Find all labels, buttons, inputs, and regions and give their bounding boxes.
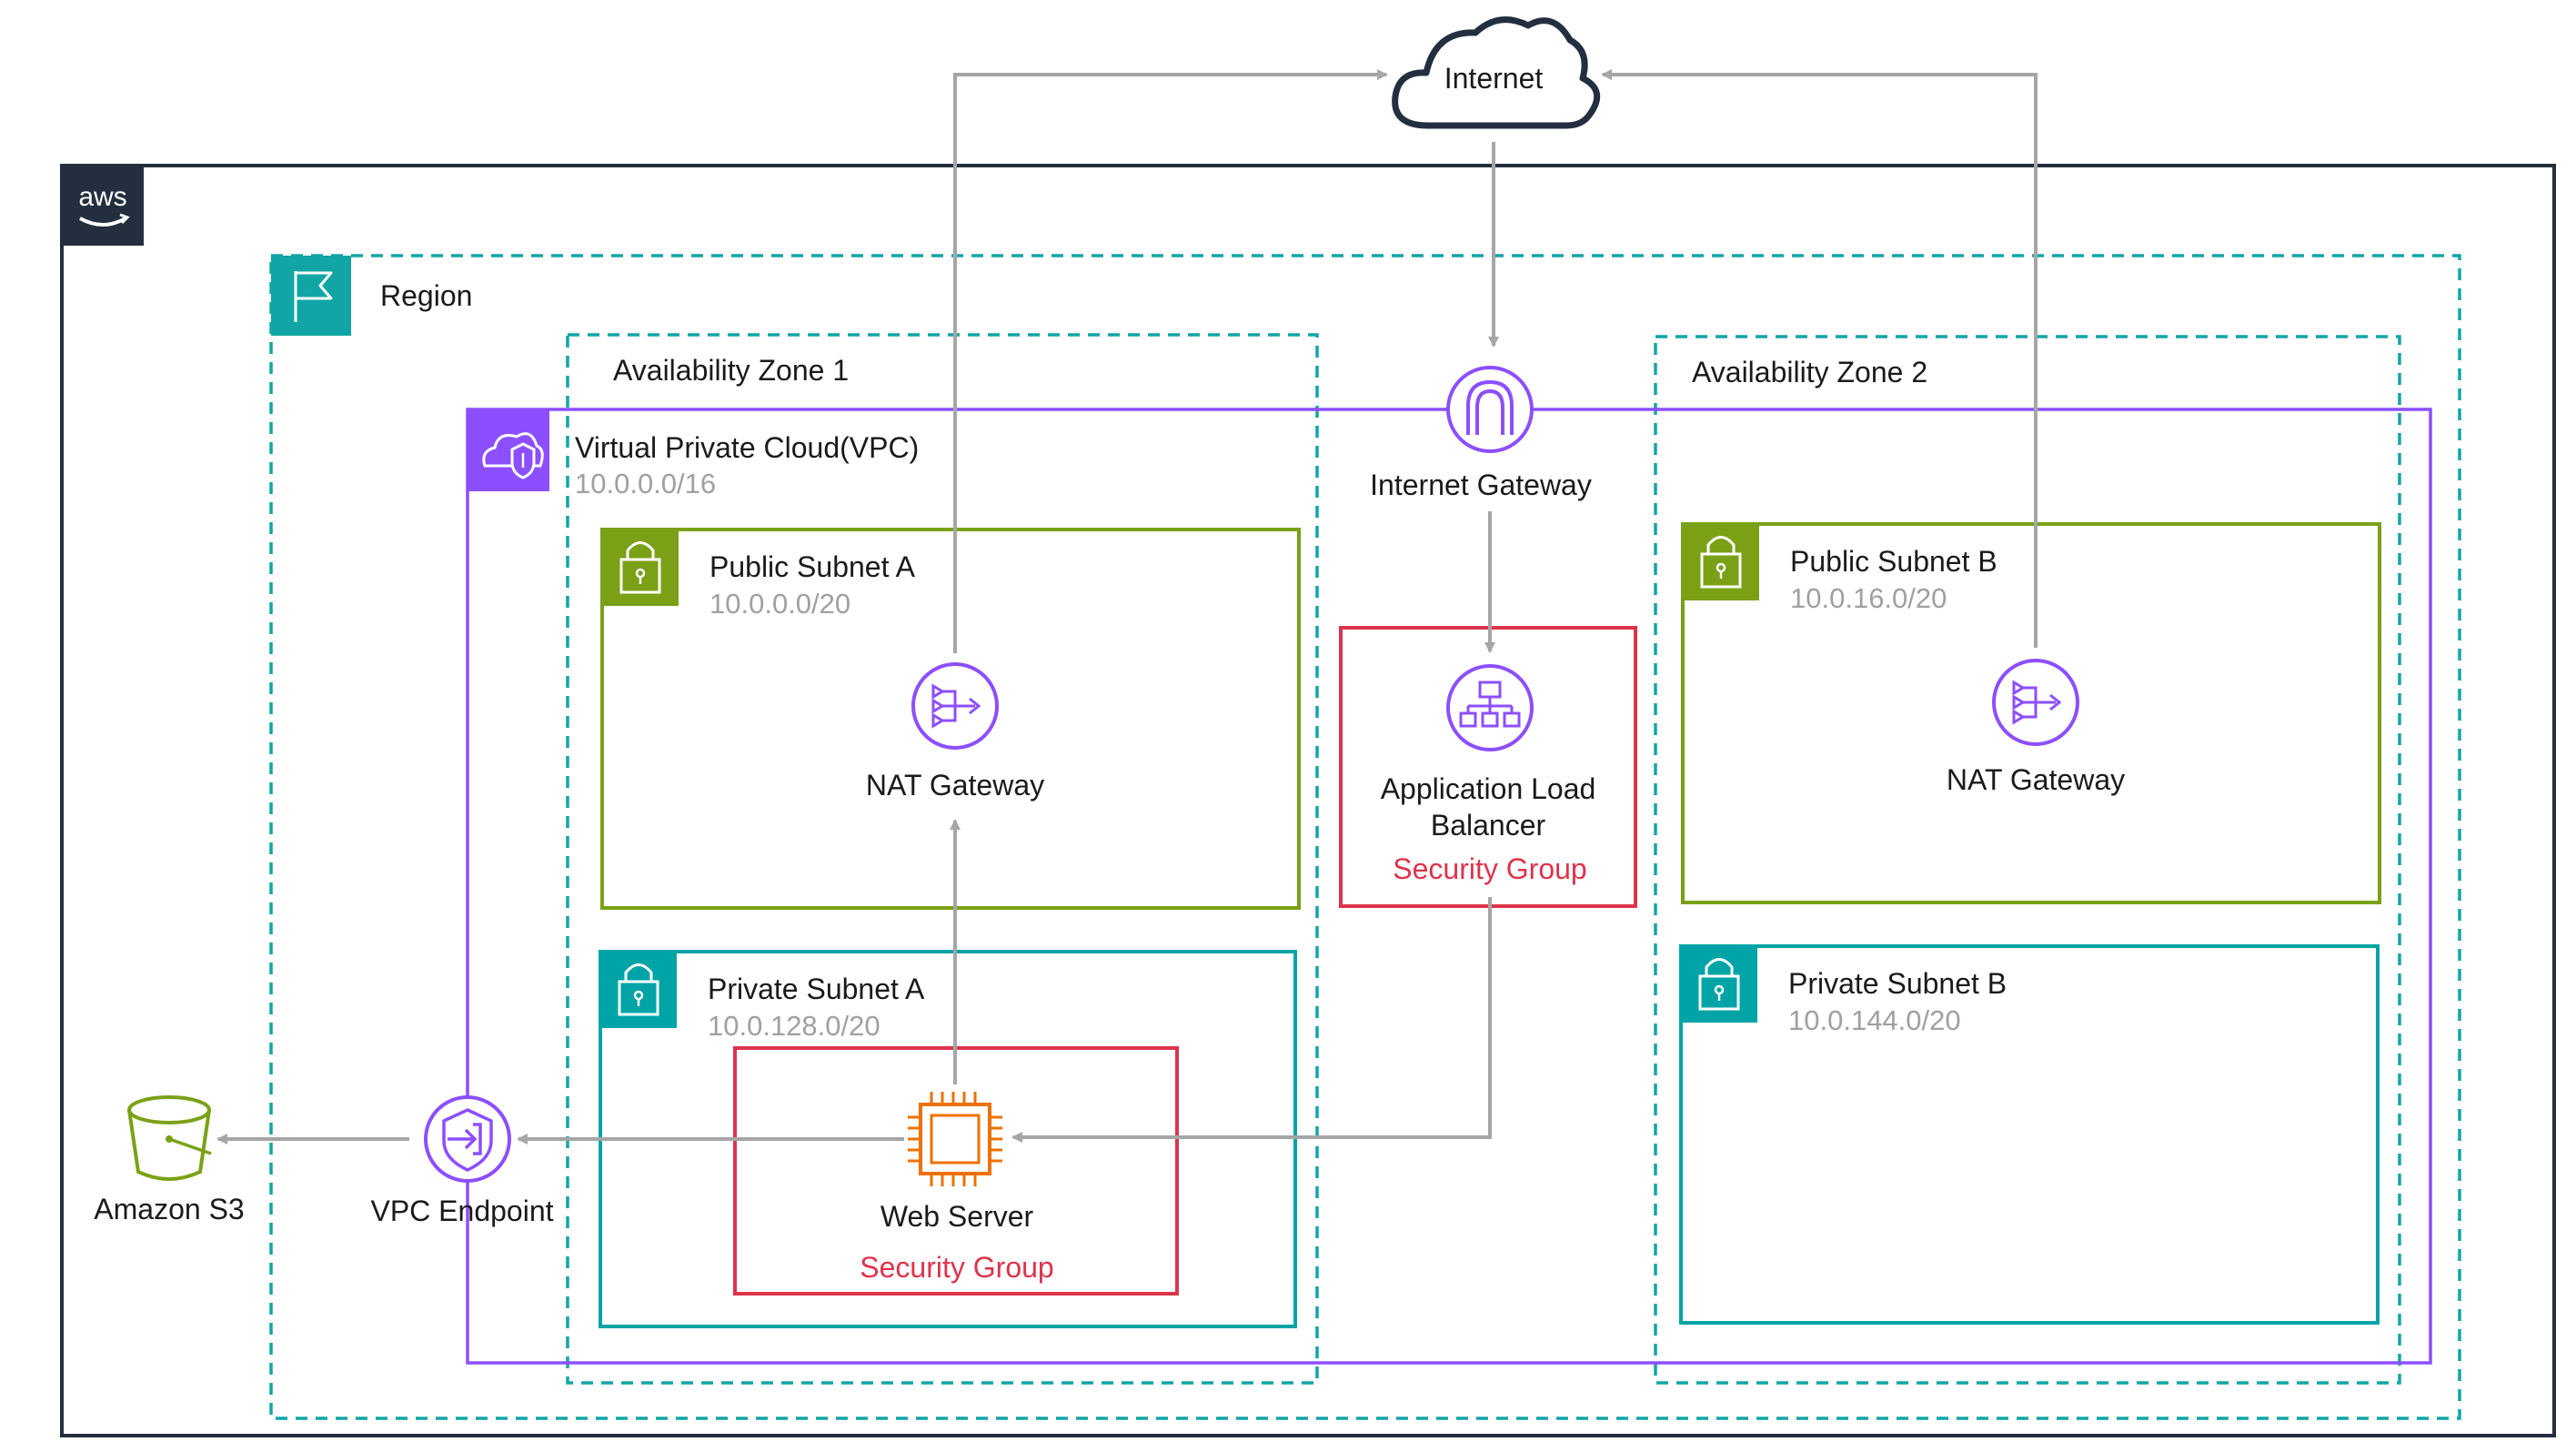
vpc-cidr: 10.0.0.0/16	[575, 468, 716, 499]
region-frame	[269, 254, 2461, 1420]
application-load-balancer-icon	[1446, 664, 1534, 751]
private-subnet-b-lock-icon	[1681, 946, 1757, 1023]
private-subnet-b-cidr: 10.0.144.0/20	[1788, 1004, 1961, 1036]
internet-cloud-icon: Internet	[1392, 16, 1600, 129]
az2-label: Availability Zone 2	[1692, 356, 1927, 388]
vpc-cloud-icon	[468, 409, 549, 491]
public-subnet-b-label: Public Subnet B	[1790, 545, 1997, 578]
private-subnet-a-label: Private Subnet A	[708, 973, 925, 1005]
ec2-chip-icon	[908, 1092, 1002, 1186]
public-subnet-a-lock-icon	[602, 529, 679, 606]
aws-logo-text: aws	[78, 182, 126, 212]
nat-gateway-b-icon	[1992, 659, 2079, 746]
internet-label: Internet	[1444, 62, 1544, 95]
alb-label-line1: Application Load	[1381, 772, 1596, 805]
vpc-label: Virtual Private Cloud(VPC)	[575, 431, 919, 464]
s3-bucket-icon	[127, 1095, 212, 1181]
s3-label: Amazon S3	[94, 1193, 244, 1225]
web-server-label: Web Server	[880, 1200, 1034, 1233]
vpc-endpoint-label: VPC Endpoint	[370, 1195, 553, 1227]
arrow-alb-to-web-server	[1011, 897, 1492, 1143]
private-subnet-b	[1679, 944, 2380, 1325]
internet-gateway-icon	[1446, 366, 1534, 453]
alb-security-group-label: Security Group	[1393, 852, 1586, 885]
public-subnet-a	[600, 528, 1301, 910]
public-subnet-a-label: Public Subnet A	[709, 550, 916, 583]
private-subnet-b-label: Private Subnet B	[1788, 967, 2007, 1000]
region-flag-icon	[271, 256, 351, 336]
availability-zone-1	[566, 333, 1319, 1385]
private-subnet-a-lock-icon	[600, 952, 677, 1028]
public-subnet-a-cidr: 10.0.0.0/20	[709, 588, 850, 620]
nat-gateway-a-label: NAT Gateway	[866, 769, 1044, 802]
alb-label-line2: Balancer	[1431, 809, 1546, 842]
region-label: Region	[380, 279, 472, 312]
vpc-endpoint-icon	[424, 1095, 511, 1183]
aws-cloud-frame	[60, 164, 2556, 1437]
nat-gateway-b-label: NAT Gateway	[1947, 763, 2125, 796]
availability-zone-2	[1654, 335, 2401, 1385]
nat-gateway-a-icon	[911, 662, 999, 750]
private-subnet-a-cidr: 10.0.128.0/20	[708, 1010, 880, 1042]
public-subnet-b	[1681, 522, 2381, 904]
aws-logo-icon: aws	[62, 166, 144, 246]
internet-gateway-label: Internet Gateway	[1370, 469, 1592, 501]
public-subnet-b-cidr: 10.0.16.0/20	[1790, 582, 1947, 614]
az1-label: Availability Zone 1	[613, 354, 849, 387]
connection-arrows	[216, 69, 2038, 1144]
arrow-nat-a-to-internet	[953, 69, 1388, 653]
public-subnet-b-lock-icon	[1683, 524, 1759, 600]
web-server-security-group-label: Security Group	[860, 1251, 1053, 1284]
arrow-nat-b-to-internet	[1601, 69, 2038, 648]
